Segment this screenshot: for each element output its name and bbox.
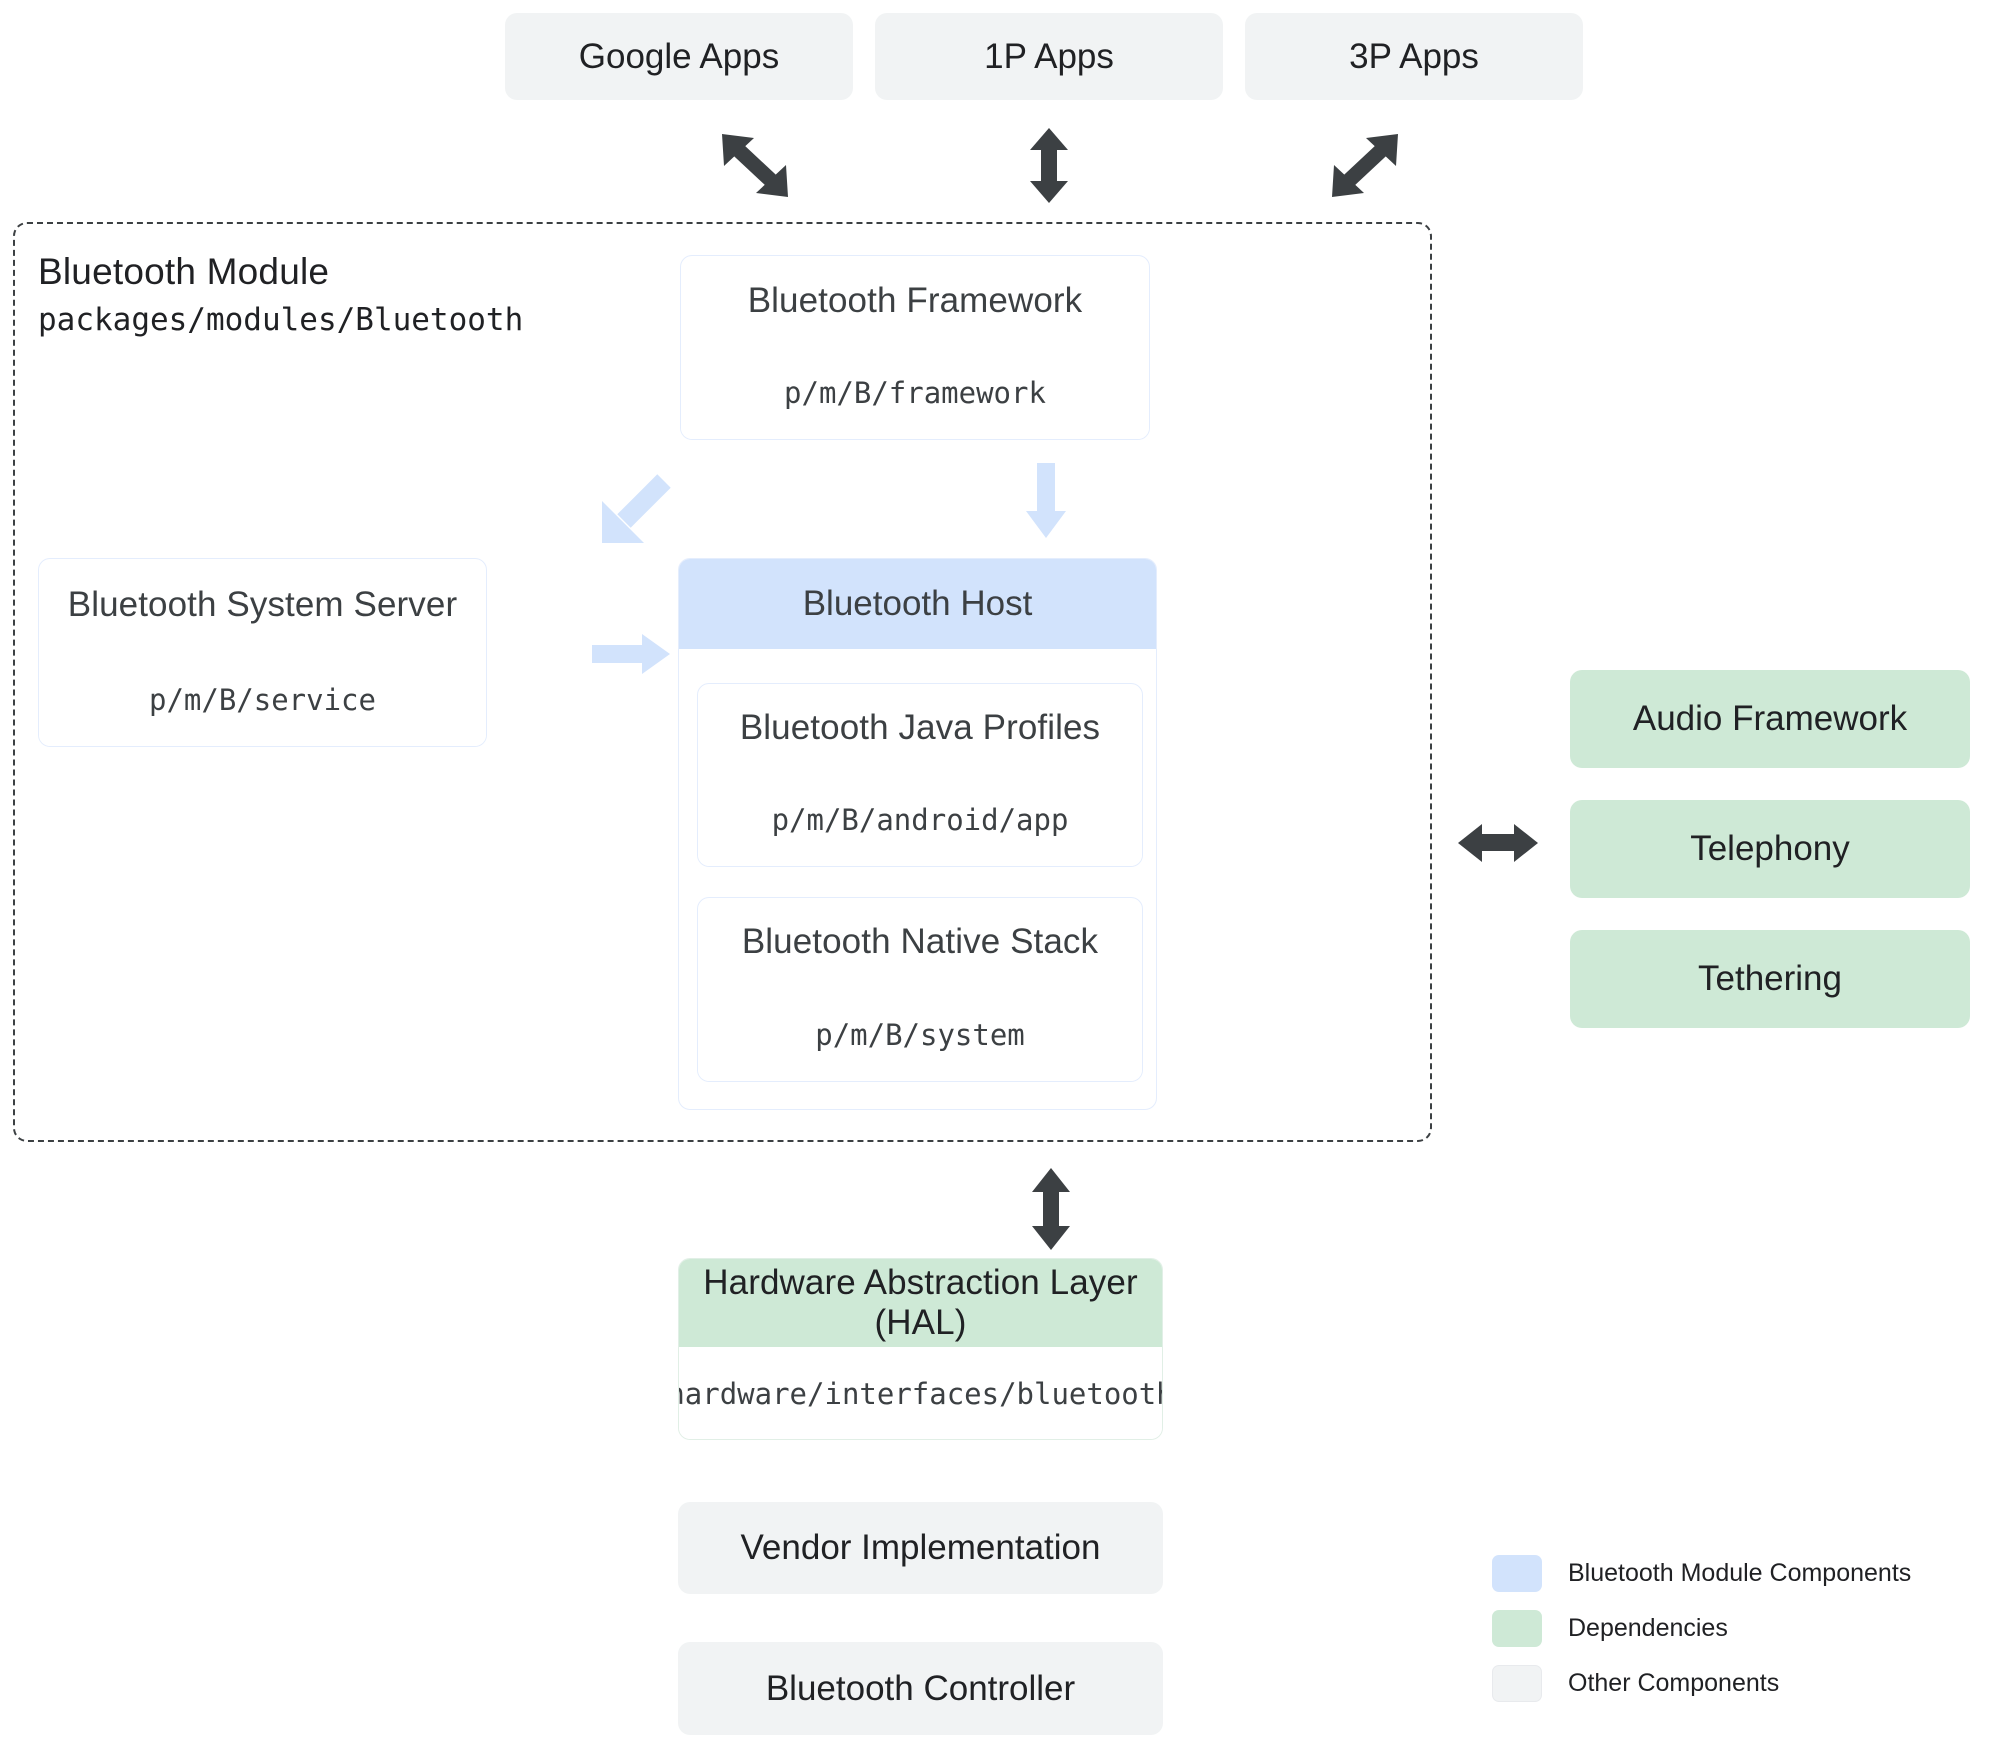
app-box-label: 1P Apps [984,36,1114,76]
dependency-box-telephony[interactable]: Telephony [1570,800,1970,898]
bluetooth-java-profiles-title: Bluetooth Java Profiles [739,708,1101,747]
bluetooth-controller-box[interactable]: Bluetooth Controller [678,1642,1163,1735]
vendor-implementation-label: Vendor Implementation [740,1528,1101,1567]
arrow-up-left-icon [598,467,680,547]
double-arrow-diagonal-nwse-icon [710,128,800,203]
dependency-box-tethering[interactable]: Tethering [1570,930,1970,1028]
legend-item-other-components: Other Components [1492,1665,1779,1702]
legend: Bluetooth Module Components Dependencies… [1492,1548,1992,1718]
arrow-down-icon [1025,463,1067,538]
bluetooth-native-stack-title: Bluetooth Native Stack [741,922,1099,961]
app-box-label: Google Apps [578,36,780,76]
dependency-label: Telephony [1690,829,1850,868]
arrow-right-icon [592,633,670,675]
hal-box[interactable]: Hardware Abstraction Layer (HAL) hardwar… [678,1258,1163,1440]
module-title: Bluetooth Module [38,251,330,292]
bluetooth-system-server-path: p/m/B/service [39,651,486,746]
legend-label: Bluetooth Module Components [1568,1559,1912,1587]
bluetooth-host-title: Bluetooth Host [679,559,1156,649]
legend-item-dependencies: Dependencies [1492,1610,1728,1647]
hal-title: Hardware Abstraction Layer (HAL) [679,1259,1162,1347]
bluetooth-java-profiles-box[interactable]: Bluetooth Java Profiles p/m/B/android/ap… [697,683,1143,867]
dependency-box-audio-framework[interactable]: Audio Framework [1570,670,1970,768]
double-arrow-diagonal-nesw-icon [1320,128,1410,203]
bluetooth-java-profiles-path: p/m/B/android/app [698,772,1142,866]
legend-swatch-dependencies [1492,1610,1542,1647]
bluetooth-module-container [13,222,1432,1142]
legend-label: Dependencies [1568,1614,1728,1642]
double-arrow-horizontal-icon [1458,822,1538,864]
module-hal-double-arrow-vertical-icon [1030,1168,1072,1250]
dependency-label: Tethering [1698,959,1842,998]
legend-swatch-other-components [1492,1665,1542,1702]
bluetooth-native-stack-path: p/m/B/system [698,986,1142,1081]
bluetooth-controller-label: Bluetooth Controller [765,1668,1076,1708]
app-box-1p-apps[interactable]: 1P Apps [875,13,1223,100]
bluetooth-framework-path: p/m/B/framework [681,345,1149,439]
bluetooth-system-server-title: Bluetooth System Server [67,585,458,624]
legend-label: Other Components [1568,1669,1780,1697]
app-box-label: 3P Apps [1349,36,1479,76]
double-arrow-vertical-icon [1028,128,1070,208]
app-box-3p-apps[interactable]: 3P Apps [1245,13,1583,100]
dependency-label: Audio Framework [1632,699,1908,738]
legend-item-module-components: Bluetooth Module Components [1492,1555,1911,1592]
hal-path: hardware/interfaces/bluetooth [679,1347,1162,1439]
vendor-implementation-box[interactable]: Vendor Implementation [678,1502,1163,1594]
bluetooth-framework-box[interactable]: Bluetooth Framework p/m/B/framework [680,255,1150,440]
app-box-google-apps[interactable]: Google Apps [505,13,853,100]
legend-swatch-module-components [1492,1555,1542,1592]
module-path: packages/modules/Bluetooth [38,302,524,338]
bluetooth-framework-title: Bluetooth Framework [747,280,1083,320]
bluetooth-system-server-box[interactable]: Bluetooth System Server p/m/B/service [38,558,487,747]
bluetooth-native-stack-box[interactable]: Bluetooth Native Stack p/m/B/system [697,897,1143,1082]
